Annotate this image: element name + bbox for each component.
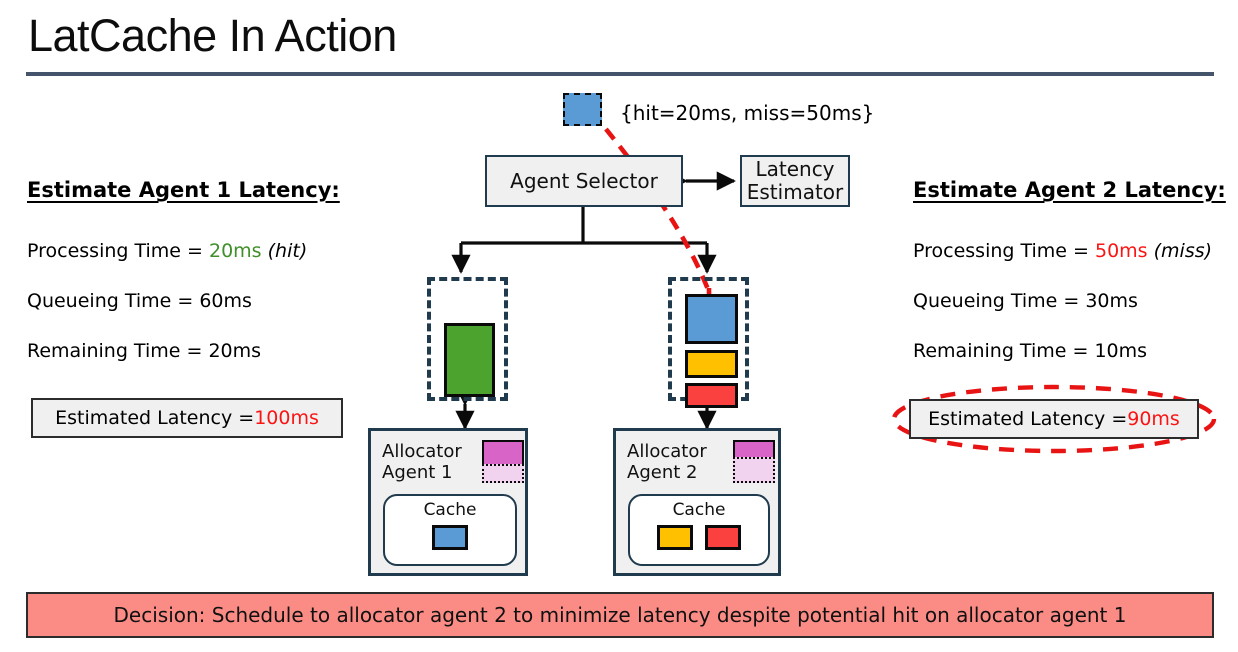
left-line-3-label: Remaining Time = [27,340,209,362]
right-line-3-value: 10ms [1094,340,1148,362]
right-line-1-label: Processing Time = [913,240,1095,262]
left-line-2-value: 60ms [199,290,252,312]
page-title: LatCache In Action [28,10,397,61]
right-line-1-suffix: (miss) [1147,240,1213,262]
allocator-1-name-line1: Allocator [382,441,462,462]
allocator-agent-1[interactable]: Allocator Agent 1 Cache [368,428,528,576]
queue-2-task-3[interactable] [685,383,738,408]
right-panel-line-2: Queueing Time = 30ms [913,290,1138,312]
allocator-agent-2[interactable]: Allocator Agent 2 Cache [613,428,781,576]
allocator-2-utilization-filled [733,440,775,458]
allocator-2-cache[interactable]: Cache [628,494,770,566]
right-panel-line-1: Processing Time = 50ms (miss) [913,240,1212,262]
left-panel-line-3: Remaining Time = 20ms [27,340,261,362]
allocator-1-cache-item-1[interactable] [432,525,468,550]
right-line-3-label: Remaining Time = [913,340,1095,362]
allocator-1-name-line2: Agent 1 [382,462,453,483]
left-panel-line-2: Queueing Time = 60ms [27,290,252,312]
allocator-agent-2-name: Allocator Agent 2 [627,441,707,483]
left-panel-line-1: Processing Time = 20ms (hit) [27,240,307,262]
decision-text: Decision: Schedule to allocator agent 2 … [113,603,1127,627]
left-line-1-suffix: (hit) [261,240,308,262]
selector-queue-tree [451,207,717,274]
latency-estimator-label-line1: Latency [755,157,835,181]
queue-agent-2 [668,277,749,408]
allocator-agent-1-name: Allocator Agent 1 [382,441,462,483]
right-line-2-value: 30ms [1085,290,1138,312]
allocator-2-name-line2: Agent 2 [627,462,698,483]
allocator-2-name-line1: Allocator [627,441,707,462]
allocator-2-utilization-free [733,457,775,483]
queue-agent-1 [427,277,508,401]
incoming-request-task[interactable] [563,93,602,126]
allocator-2-cache-title: Cache [672,500,726,520]
right-panel-line-3: Remaining Time = 10ms [913,340,1147,362]
allocator-2-cache-item-1[interactable] [657,525,693,550]
left-line-2-label: Queueing Time = [27,290,200,312]
left-panel-heading: Estimate Agent 1 Latency: [27,178,340,202]
latency-estimator-box[interactable]: Latency Estimator [740,155,850,207]
allocator-1-utilization-meter [482,440,524,483]
allocator-2-utilization-meter [733,440,775,483]
queue-1-task-1[interactable] [444,323,495,397]
allocator-1-cache[interactable]: Cache [383,494,517,566]
request-annotation: {hit=20ms, miss=50ms} [620,101,875,125]
right-estimate-label: Estimated Latency = [928,408,1128,430]
allocator-2-cache-item-2[interactable] [705,525,741,550]
right-estimate-value: 90ms [1127,408,1180,430]
right-line-2-label: Queueing Time = [913,290,1086,312]
allocator-1-utilization-filled [482,440,524,464]
queue-2-task-1[interactable] [685,294,738,344]
agent-selector-label: Agent Selector [510,168,658,193]
queue-allocator-links [455,386,717,430]
left-estimate-label: Estimated Latency = [55,407,255,429]
allocator-1-cache-title: Cache [423,500,477,520]
right-panel-heading: Estimate Agent 2 Latency: [913,178,1226,202]
title-divider [26,72,1214,76]
allocator-1-utilization-free [482,463,524,483]
left-estimate-value: 100ms [254,407,319,429]
left-estimated-latency-box: Estimated Latency = 100ms [31,398,343,438]
left-line-1-label: Processing Time = [27,240,209,262]
decision-banner: Decision: Schedule to allocator agent 2 … [26,592,1214,638]
agent-selector-box[interactable]: Agent Selector [485,155,683,207]
right-line-1-value: 50ms [1095,240,1148,262]
left-line-1-value: 20ms [209,240,262,262]
latency-estimator-label-line2: Estimator [746,180,844,204]
queue-2-task-2[interactable] [685,350,738,378]
left-line-3-value: 20ms [208,340,262,362]
right-estimated-latency-box: Estimated Latency = 90ms [909,399,1199,439]
